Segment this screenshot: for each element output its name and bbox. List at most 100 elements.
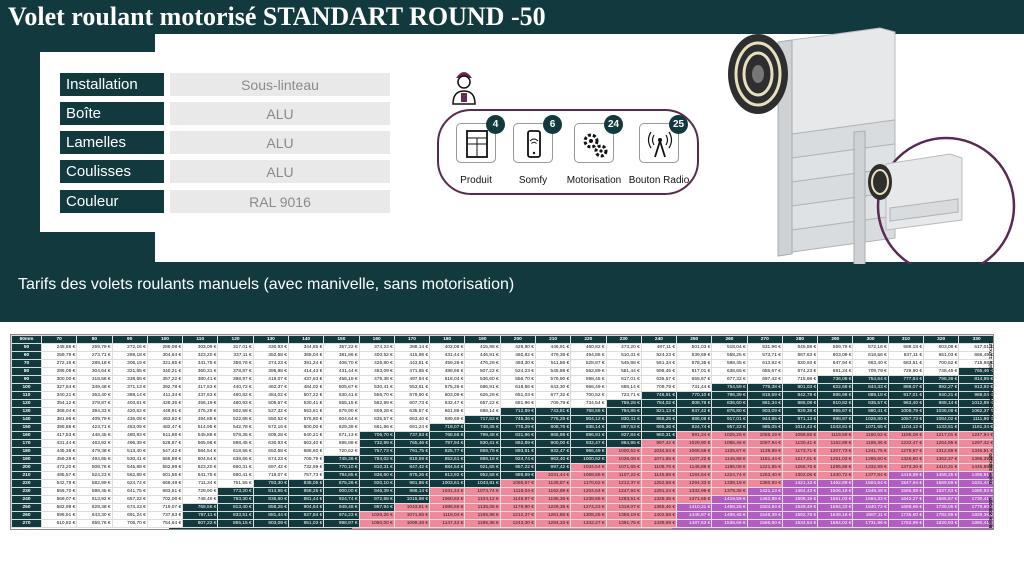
price-cell: 380,41 €	[182, 375, 219, 384]
price-cell: 1731,96 €	[852, 519, 889, 528]
column-header: 270	[746, 335, 783, 344]
price-cell: 663,40 €	[852, 359, 889, 368]
price-cell: 558,25 €	[711, 351, 748, 360]
price-cell: 582,99 €	[358, 399, 395, 408]
column-header: 240	[640, 335, 678, 344]
price-cell: 683,51 €	[887, 359, 925, 368]
price-cell: 661,86 €	[429, 407, 466, 416]
price-cell: 1410,31 €	[676, 503, 713, 512]
price-cell: 443,81 €	[393, 359, 431, 368]
price-cell: 1056,19 €	[746, 431, 783, 440]
price-cell: 579,90 €	[534, 375, 572, 384]
price-cell: 562,89 €	[570, 367, 607, 376]
price-cell: 723,71 €	[605, 391, 642, 400]
price-cell: 1043,81 €	[393, 503, 431, 512]
price-cell: 1264,95 €	[923, 439, 960, 448]
price-cell: 1031,44 €	[429, 487, 466, 496]
price-cell: 1068,56 €	[676, 447, 713, 456]
column-header: 220	[570, 335, 607, 344]
price-cell: 341,75 €	[182, 359, 219, 368]
price-cell: 1085,57 €	[499, 479, 536, 488]
price-cell: 530,41 €	[358, 383, 395, 392]
price-cell: 1179,90 €	[499, 503, 536, 512]
price-cell: 545,88 €	[781, 343, 819, 352]
box-size-label: Boîte 165x165	[988, 390, 993, 422]
price-cell: 1186,08 €	[711, 463, 748, 472]
price-cell: 604,64 €	[182, 455, 219, 464]
spec-label: Coulisses	[60, 160, 164, 183]
price-cell: 572,16 €	[252, 423, 289, 432]
price-cell: 754,59 €	[711, 383, 748, 392]
price-cell: 736,08 €	[817, 375, 854, 384]
price-cell: 924,74 €	[499, 455, 536, 464]
price-cell: 917,01 €	[711, 415, 748, 424]
row-header: 160	[11, 431, 42, 440]
price-cell: 245,88 €	[40, 343, 78, 352]
price-cell: 317,01 €	[217, 343, 254, 352]
price-cell: 545,88 €	[534, 367, 572, 376]
price-cell: 1642,27 €	[887, 495, 925, 504]
price-cell: 576,80 €	[287, 415, 325, 424]
price-cell: 511,86 €	[534, 359, 572, 368]
price-cell: 1498,45 €	[711, 511, 748, 520]
price-cell: 754,64 €	[852, 375, 889, 384]
price-cell: 674,23 €	[781, 367, 819, 376]
price-cell: 697,42 €	[746, 375, 783, 384]
price-cell: 603,09 €	[923, 343, 960, 352]
price-cell: 921,65 €	[464, 463, 501, 472]
price-cell: 980,41 €	[852, 407, 889, 416]
price-cell: 289,18 €	[76, 359, 113, 368]
price-cell: 737,63 €	[146, 511, 184, 520]
price-cell: 473,20 €	[605, 343, 642, 352]
price-cell: 674,23 €	[111, 503, 148, 512]
feature-badge: 24	[604, 115, 623, 134]
price-cell: 865,98 €	[534, 431, 572, 440]
price-cell: 1880,41 €	[958, 519, 993, 528]
page-title: Volet roulant motorisé STANDART ROUND -5…	[8, 2, 546, 31]
price-cell: 589,18 €	[887, 343, 925, 352]
price-cell: 1332,99 €	[676, 487, 713, 496]
price-cell: 358,76 €	[217, 359, 254, 368]
price-cell: 598,45 €	[570, 375, 607, 384]
price-cell: 1332,99 €	[852, 463, 889, 472]
price-cell: 787,11 €	[182, 511, 219, 520]
price-cell: 479,38 €	[76, 447, 113, 456]
price-cell: 1356,19 €	[605, 511, 642, 520]
price-cell: 368,04 €	[40, 407, 78, 416]
price-cell: 436,08 €	[111, 415, 148, 424]
price-cell: 952,58 €	[464, 471, 501, 480]
price-cell: 530,41 €	[287, 399, 325, 408]
price-cell: 340,21 €	[146, 367, 184, 376]
price-cell: 357,22 €	[323, 343, 360, 352]
price-cell: 630,93 €	[781, 359, 819, 368]
price-cell: 1448,97 €	[676, 511, 713, 520]
price-cell: 1133,51 €	[923, 423, 960, 432]
price-cell: 349,48 €	[76, 383, 113, 392]
price-cell: 666,49 €	[570, 383, 607, 392]
price-cell: 1261,86 €	[534, 511, 572, 520]
price-cell: 1050,00 €	[358, 519, 395, 528]
price-cell: 946,39 €	[358, 487, 395, 496]
price-cell: 1204,64 €	[570, 487, 607, 496]
price-cell: 1458,25 €	[923, 471, 960, 480]
price-cell: 378,87 €	[76, 399, 113, 408]
price-cell: 641,75 €	[111, 487, 148, 496]
price-cell: 429,90 €	[499, 343, 536, 352]
price-cell: 1295,88 €	[817, 463, 854, 472]
price-cell: 1217,01 €	[781, 455, 819, 464]
price-cell: 426,80 €	[358, 359, 395, 368]
price-cell: 618,56 €	[852, 351, 889, 360]
price-cell: 417,53 €	[40, 431, 78, 440]
price-cell: 1458,25 €	[711, 503, 748, 512]
price-cell: 340,21 €	[40, 391, 78, 400]
price-cell: 955,67 €	[817, 407, 854, 416]
price-cell: 793,30 €	[217, 495, 254, 504]
price-cell: 1165,98 €	[464, 511, 501, 520]
price-cell: 1274,23 €	[570, 503, 607, 512]
price-cell: 663,40 €	[287, 439, 325, 448]
price-cell: 657,22 €	[464, 399, 501, 408]
technician-icon	[452, 72, 476, 105]
price-cell: 415,98 €	[464, 343, 501, 352]
